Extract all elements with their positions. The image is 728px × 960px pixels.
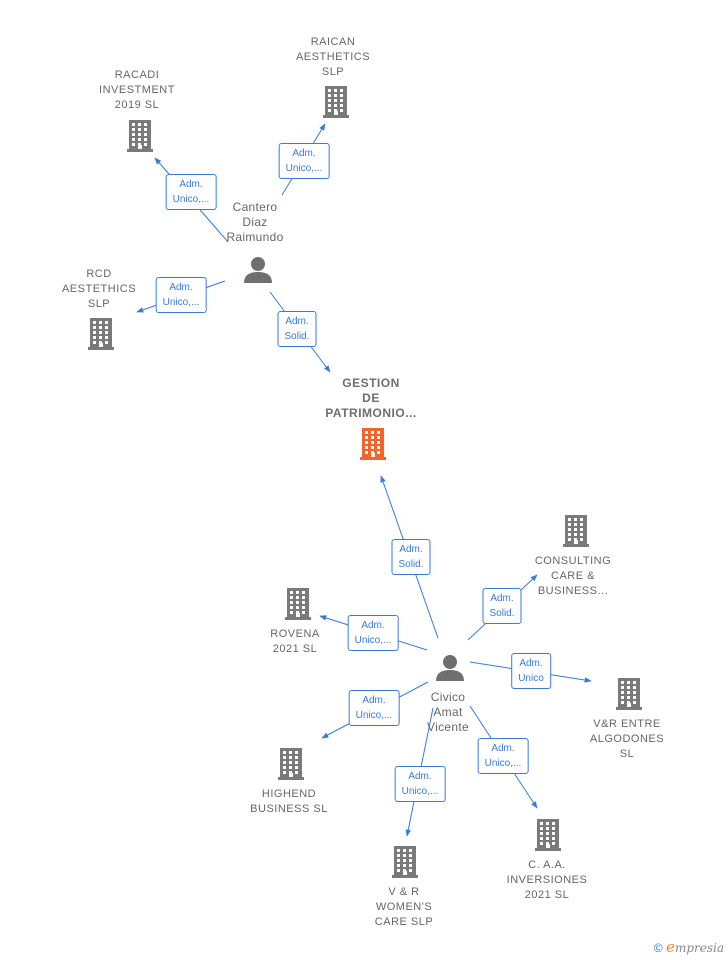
- edge-label-civico-to-vr_entre[interactable]: Adm. Unico: [511, 653, 551, 689]
- node-label-cantero[interactable]: Cantero Diaz Raimundo: [226, 200, 284, 244]
- node-label-gestion[interactable]: GESTION DE PATRIMONIO...: [325, 376, 417, 420]
- building-icon-gestion[interactable]: [360, 428, 386, 460]
- node-label-vr_womens[interactable]: V & R WOMEN'S CARE SLP: [374, 886, 434, 928]
- edge-label-cantero-to-raican[interactable]: Adm. Unico,...: [278, 143, 330, 179]
- brand-rest: mpresia: [674, 941, 724, 955]
- building-icon-rcd[interactable]: [88, 318, 114, 350]
- edge-label-cantero-to-rcd[interactable]: Adm. Unico,...: [155, 277, 207, 313]
- edge-label-civico-to-consulting[interactable]: Adm. Solid.: [482, 588, 522, 624]
- edge-label-cantero-to-gestion[interactable]: Adm. Solid.: [277, 311, 317, 347]
- icons-layer: [88, 86, 642, 878]
- person-icon-cantero[interactable]: [244, 257, 272, 283]
- building-icon-caa[interactable]: [535, 819, 561, 851]
- node-label-civico[interactable]: Civico Amat Vicente: [427, 690, 469, 734]
- edge-label-cantero-to-racadi[interactable]: Adm. Unico,...: [165, 174, 217, 210]
- node-label-racadi[interactable]: RACADI INVESTMENT 2019 SL: [99, 69, 175, 111]
- building-icon-rovena[interactable]: [285, 588, 311, 620]
- building-icon-vr_womens[interactable]: [392, 846, 418, 878]
- edge-label-civico-to-caa[interactable]: Adm. Unico,...: [477, 738, 529, 774]
- building-icon-racadi[interactable]: [127, 120, 153, 152]
- edge-label-civico-to-vr_womens[interactable]: Adm. Unico,...: [394, 766, 446, 802]
- building-icon-raican[interactable]: [323, 86, 349, 118]
- node-label-raican[interactable]: RAICAN AESTHETICS SLP: [295, 36, 371, 78]
- copyright-symbol: ©: [653, 941, 663, 955]
- edge-label-civico-to-rovena[interactable]: Adm. Unico,...: [347, 615, 399, 651]
- brand-initial: e: [666, 938, 675, 956]
- building-icon-vr_entre[interactable]: [616, 678, 642, 710]
- node-label-consulting[interactable]: CONSULTING CARE & BUSINESS...: [534, 555, 612, 597]
- empresia-logo[interactable]: empresia: [666, 938, 724, 956]
- node-label-caa[interactable]: C. A.A. INVERSIONES 2021 SL: [506, 859, 588, 901]
- node-label-rovena[interactable]: ROVENA 2021 SL: [270, 628, 320, 655]
- edge-label-civico-to-gestion[interactable]: Adm. Solid.: [391, 539, 431, 575]
- footer-credit: © empresia: [654, 938, 724, 956]
- edge-label-civico-to-highend[interactable]: Adm. Unico,...: [348, 690, 400, 726]
- node-label-vr_entre[interactable]: V&R ENTRE ALGODONES SL: [589, 718, 665, 760]
- building-icon-consulting[interactable]: [563, 515, 589, 547]
- person-icon-civico[interactable]: [436, 655, 464, 681]
- edges-layer: [136, 123, 592, 837]
- node-label-highend[interactable]: HIGHEND BUSINESS SL: [250, 788, 328, 815]
- node-label-rcd[interactable]: RCD AESTETHICS SLP: [61, 268, 137, 310]
- building-icon-highend[interactable]: [278, 748, 304, 780]
